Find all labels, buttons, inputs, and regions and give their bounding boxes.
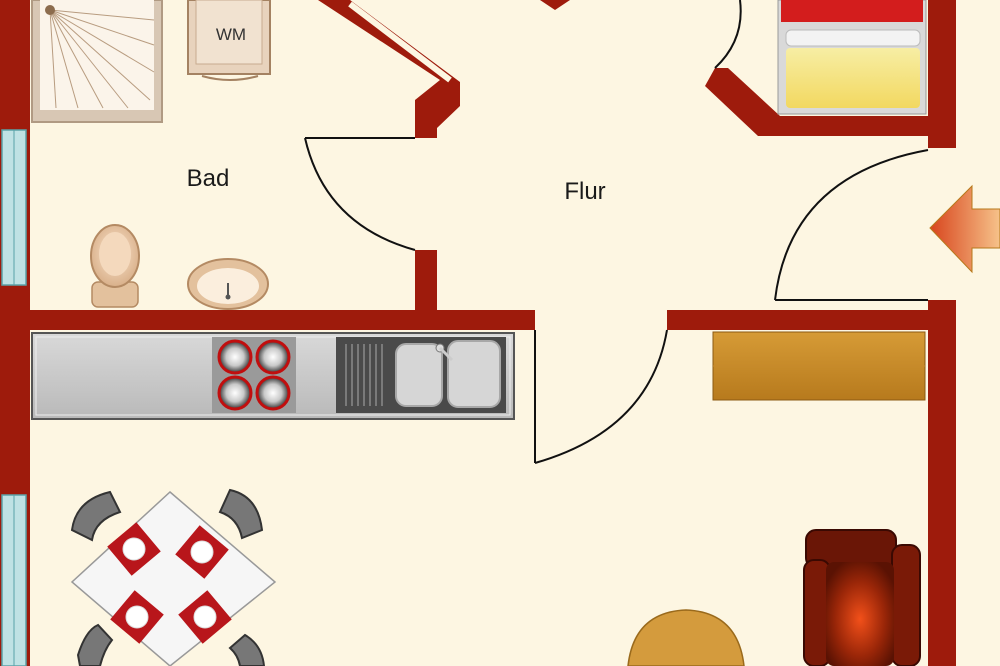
place-setting xyxy=(175,525,229,579)
door-swings xyxy=(304,0,929,464)
right-outer-wall-bottom xyxy=(928,300,956,666)
place-setting xyxy=(110,590,164,644)
wm-label: WM xyxy=(216,25,246,44)
shower-icon xyxy=(49,9,155,109)
round-table-icon xyxy=(627,609,745,666)
room-label-bad: Bad xyxy=(187,165,230,192)
door-kitchen xyxy=(534,329,668,464)
door-entrance xyxy=(774,149,929,301)
entrance-arrow-icon xyxy=(929,184,1000,274)
armchair-icon xyxy=(803,529,921,666)
bed-icon xyxy=(777,0,927,115)
sink-icon xyxy=(336,337,506,413)
washing-machine-icon: WM xyxy=(187,0,271,81)
walls xyxy=(0,0,956,666)
kitchen-wall-left xyxy=(30,310,535,330)
bedroom-wall xyxy=(760,116,928,136)
kitchen-wall-right xyxy=(667,310,928,330)
diagonal-wall-left xyxy=(318,0,460,128)
shower xyxy=(31,0,163,123)
sideboard xyxy=(712,331,926,401)
top-wedge xyxy=(540,0,570,10)
washbasin-icon xyxy=(187,258,269,310)
diagonal-wall-inner-line xyxy=(348,1,452,83)
door-bad xyxy=(304,137,416,251)
stove-icon xyxy=(212,337,296,413)
place-setting xyxy=(107,522,161,576)
door-bedroom xyxy=(714,0,742,69)
place-setting xyxy=(178,590,232,644)
room-label-flur: Flur xyxy=(564,178,605,205)
toilet-icon xyxy=(90,224,140,308)
right-outer-wall-top xyxy=(928,0,956,148)
diagonal-wall-right xyxy=(705,68,780,136)
dining-table-icon xyxy=(70,488,277,666)
